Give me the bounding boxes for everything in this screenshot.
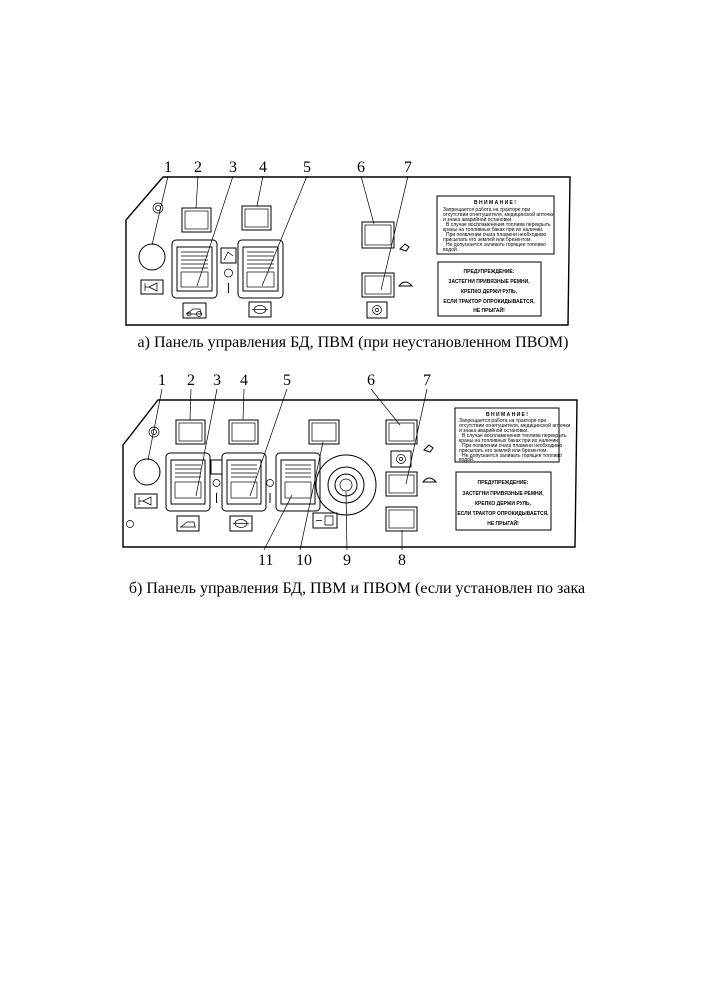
- warning-line: При появлении очага пламени необходимо: [446, 232, 547, 238]
- indicator-lamp-7: [385, 471, 418, 497]
- warning-plate: [454, 407, 560, 463]
- callout-11: 11: [258, 552, 273, 569]
- warning-line: водой.: [443, 246, 458, 253]
- indicator-lamp-4: [241, 205, 272, 231]
- warning-line: краны на топливных баках при их наличии.: [443, 227, 543, 233]
- indicator-lamp-2: [175, 419, 206, 445]
- indicator-lamp-7: [361, 272, 395, 298]
- warning-line: При появлении очага пламени необходимо: [462, 443, 563, 449]
- caution-line: НЕ ПРЫГАЙ!: [473, 306, 505, 314]
- callout-5: 5: [283, 372, 291, 389]
- pto-icon-box: [390, 450, 412, 468]
- gear-icon: [396, 454, 406, 464]
- callout-2: 2: [194, 159, 202, 176]
- panel-a-plate: [125, 176, 571, 326]
- indicator-lamp-8: [385, 506, 418, 532]
- panel-b-plate: [122, 399, 578, 548]
- callout-10: 10: [296, 552, 312, 569]
- warning-line: Запрещается работа на тракторе при: [443, 207, 530, 213]
- warning-line: и знака аварийной остановки.: [459, 427, 529, 434]
- horn-icon: [140, 279, 164, 295]
- warning-line: краны на топливных баках при их наличии.: [459, 438, 559, 444]
- callout-8: 8: [398, 552, 406, 569]
- callout-2: 2: [187, 372, 195, 389]
- caption-a: а) Панель управления БД, ПВМ (при неуста…: [138, 334, 569, 351]
- turtle-icon: [397, 281, 414, 287]
- callout-3: 3: [229, 159, 237, 176]
- warning-line: В случае воспламенения топлива перекрыть: [446, 222, 551, 228]
- position-o-mark: [266, 479, 274, 487]
- warning-line: В случае воспламенения топлива перекрыть: [462, 433, 567, 439]
- rocker-switch-5[interactable]: [221, 452, 267, 512]
- screw-icon: [152, 202, 164, 214]
- indicator-lamp-6: [385, 419, 418, 445]
- caution-line: ПРЕДУПРЕЖДЕНИЕ:: [478, 480, 529, 486]
- caution-line: КРЕПКО ДЕРЖИ РУЛЬ,: [475, 501, 532, 507]
- indicator-lamp-4: [228, 419, 259, 445]
- turtle-icon: [421, 477, 438, 483]
- warning-line: и знака аварийной остановки.: [443, 216, 513, 223]
- indicator-lamp-2: [181, 207, 212, 233]
- screw-icon: [126, 520, 134, 528]
- rocker-switch-5[interactable]: [237, 239, 284, 299]
- diff-lock-icon: [248, 301, 272, 318]
- warning-line: водой.: [459, 456, 474, 463]
- leader-lines: [151, 175, 409, 291]
- callout-5: 5: [303, 159, 311, 176]
- pto-shaft-icon: [312, 512, 338, 529]
- caution-plate: [455, 471, 552, 531]
- caution-line: ЕСЛИ ТРАКТОР ОПРОКИДЫВАЕТСЯ,: [443, 299, 535, 305]
- warning-title: В Н И М А Н И Е !: [474, 200, 516, 206]
- caution-line: ЕСЛИ ТРАКТОР ОПРОКИДЫВАЕТСЯ,: [457, 511, 549, 517]
- warning-line: отсутствии огнетушителя, медицинской апт…: [443, 211, 555, 218]
- gear-icon: [372, 305, 382, 315]
- screw-icon: [148, 426, 160, 438]
- panel-b: В Н И М А Н И Е ! Запрещается работа на …: [122, 372, 585, 597]
- horn-button[interactable]: [133, 458, 161, 486]
- leader-lines: [147, 388, 428, 551]
- panel-a: В Н И М А Н И Е ! Запрещается работа на …: [125, 159, 571, 351]
- tractor-4wd-icon: [176, 515, 200, 532]
- position-o-mark: [212, 479, 221, 487]
- rocker-switch-3[interactable]: [171, 239, 218, 299]
- warning-line: отсутствии огнетушителя, медицинской апт…: [459, 422, 571, 429]
- caution-plate: [437, 261, 542, 317]
- warning-line: Не допускается заливать горящее топливо: [446, 242, 546, 248]
- callout-4: 4: [240, 372, 248, 389]
- callout-7: 7: [423, 372, 431, 389]
- caution-line: ПРЕДУПРЕЖДЕНИЕ:: [464, 269, 515, 275]
- caption-b: б) Панель управления БД, ПВМ и ПВОМ (есл…: [129, 580, 585, 597]
- warning-line: Не допускается заливать горящее топливо: [462, 453, 562, 459]
- mode-indicator-icon: [220, 247, 237, 264]
- caution-line: ЗАСТЕГНИ ПРИВЯЗНЫЕ РЕМНИ,: [462, 491, 544, 497]
- warning-plate: [436, 195, 555, 255]
- diff-lock-icon: [229, 515, 253, 532]
- callout-4: 4: [259, 159, 267, 176]
- callout-6: 6: [357, 159, 365, 176]
- caution-line: ЗАСТЕГНИ ПРИВЯЗНЫЕ РЕМНИ,: [448, 279, 530, 285]
- caution-line: НЕ ПРЫГАЙ!: [487, 519, 519, 527]
- position-o-mark: [224, 268, 233, 278]
- rocker-switch-3[interactable]: [165, 452, 211, 512]
- warning-line: Запрещается работа на тракторе при: [459, 418, 546, 424]
- warning-line: присыпать его землей или брезентом.: [443, 236, 532, 243]
- rabbit-icon: [399, 243, 410, 252]
- warning-line: присыпать его землей или брезентом.: [459, 447, 548, 454]
- horn-icon: [134, 493, 158, 509]
- callout-7: 7: [404, 159, 412, 176]
- callout-1: 1: [164, 159, 172, 176]
- callout-3: 3: [213, 372, 221, 389]
- indicator-lamp-10: [308, 419, 340, 445]
- pto-icon-box: [366, 301, 388, 319]
- tractor-4wd-icon: [182, 302, 207, 319]
- callout-1: 1: [158, 372, 166, 389]
- warning-title: В Н И М А Н И Е !: [486, 412, 528, 418]
- caution-line: КРЕПКО ДЕРЖИ РУЛЬ,: [461, 289, 518, 295]
- rabbit-icon: [423, 444, 434, 453]
- callout-9: 9: [343, 552, 351, 569]
- rocker-switch-11[interactable]: [275, 452, 321, 512]
- callout-6: 6: [367, 372, 375, 389]
